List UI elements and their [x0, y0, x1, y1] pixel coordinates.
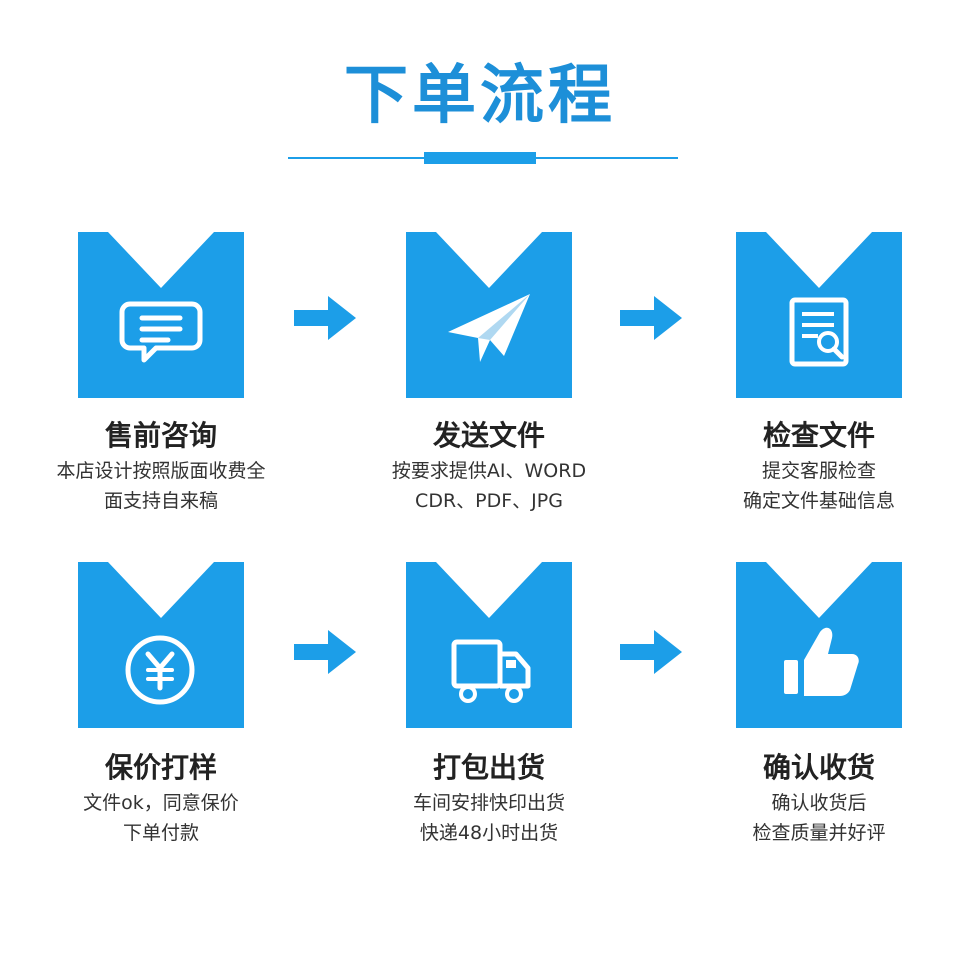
step-card-send-file: 2: [406, 232, 572, 398]
step-number: 3: [806, 239, 832, 281]
delivery-truck-icon: [451, 639, 531, 703]
step-card-consult: 1: [78, 232, 244, 398]
step-number: 2: [476, 239, 502, 281]
step-title: 保价打样: [104, 751, 217, 784]
step-card-ship: 2: [406, 562, 572, 728]
yen-coin-icon: [125, 635, 195, 705]
step-card-check-file: 3: [736, 232, 902, 398]
document-search-icon: [789, 297, 849, 367]
step-description: 文件ok，同意保价下单付款: [83, 792, 239, 844]
step-description: 本店设计按照版面收费全面支持自来稿: [56, 460, 266, 512]
chat-bubble-icon: [119, 301, 203, 363]
arrow-right-icon: [294, 630, 356, 674]
step-title: 检查文件: [762, 419, 875, 452]
paper-plane-icon: [448, 294, 530, 362]
step-description: 确认收货后检查质量并好评: [752, 792, 886, 844]
step-title: 打包出货: [432, 751, 545, 784]
page-title: 下单流程: [344, 59, 616, 133]
step-title: 确认收货: [762, 751, 875, 784]
step-description: 车间安排快印出货快递48小时出货: [412, 792, 565, 844]
arrow-right-icon: [620, 630, 682, 674]
step-card-confirm-receipt: 3: [736, 562, 902, 728]
step-title: 发送文件: [432, 419, 545, 452]
step-number: 1: [148, 569, 174, 611]
step-card-price-proof: 1: [78, 562, 244, 728]
arrow-right-icon: [294, 296, 356, 340]
step-title: 售前咨询: [104, 419, 217, 452]
step-number: 1: [148, 239, 174, 281]
step-description: 提交客服检查确定文件基础信息: [742, 460, 895, 512]
thumbs-up-icon: [784, 627, 859, 696]
title-divider-accent: [424, 152, 536, 164]
step-number: 2: [476, 569, 502, 611]
arrow-right-icon: [620, 296, 682, 340]
step-number: 3: [806, 569, 832, 611]
